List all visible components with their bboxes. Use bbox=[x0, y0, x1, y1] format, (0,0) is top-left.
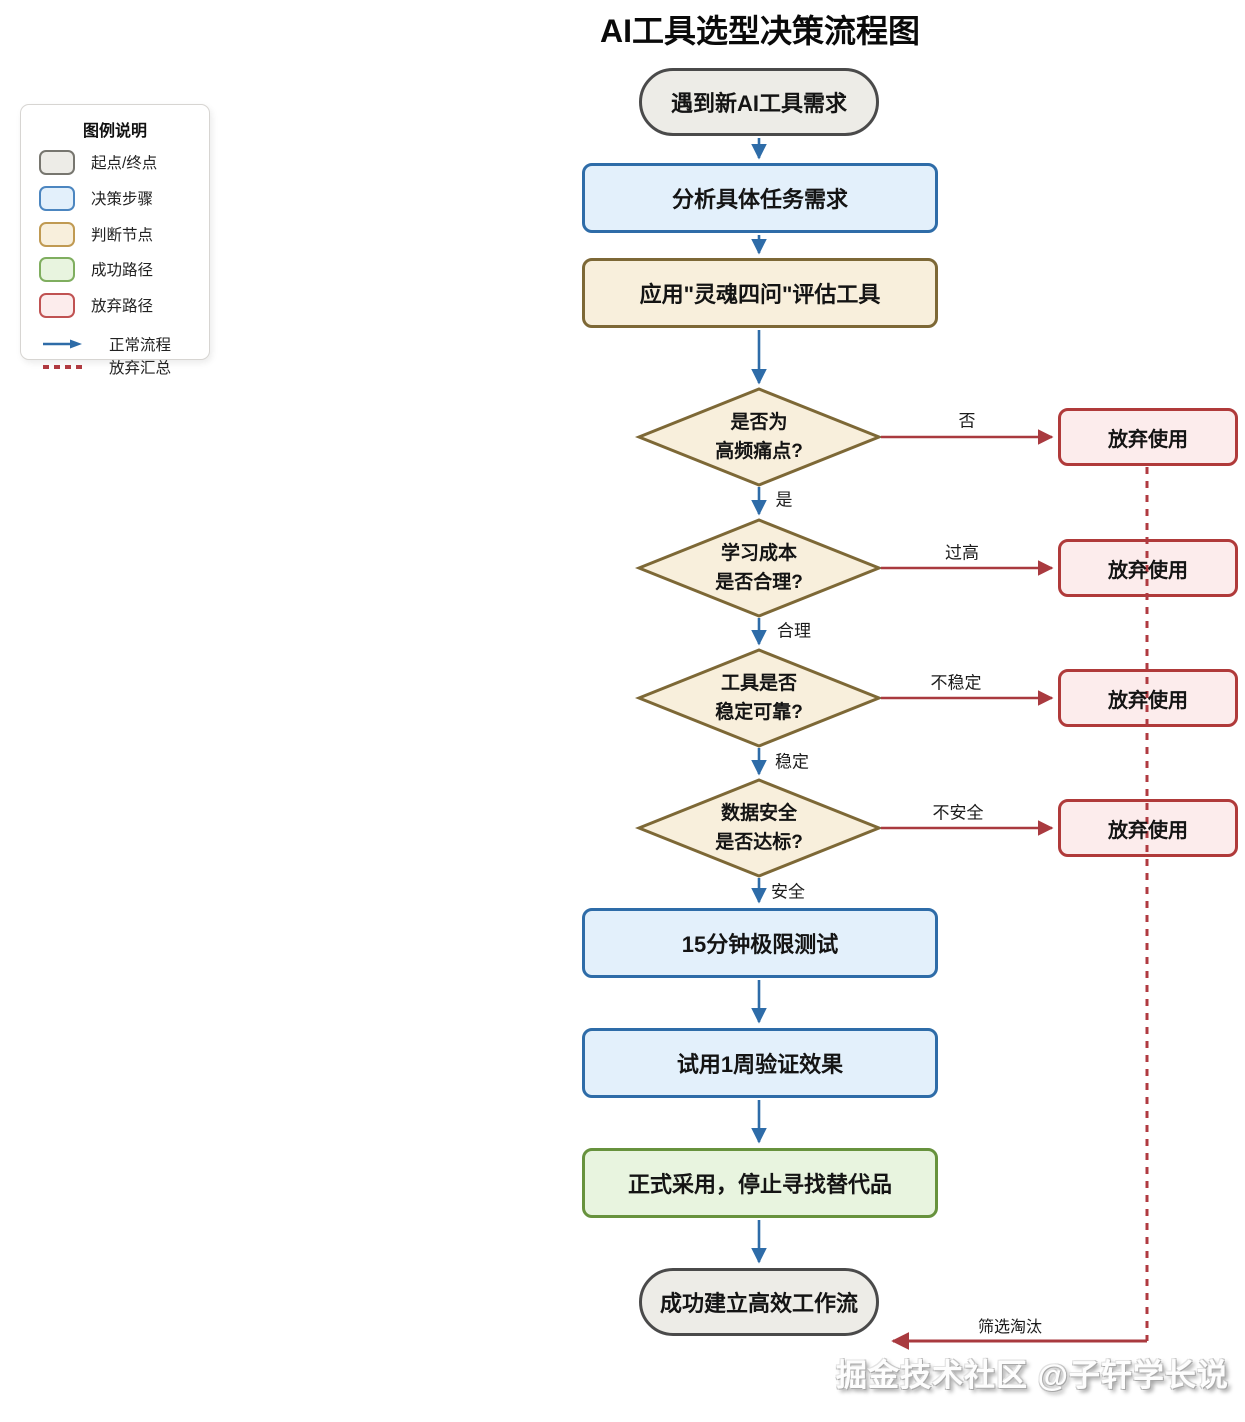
success-path-swatch bbox=[39, 256, 75, 282]
abandon-summary-dash-icon bbox=[43, 365, 83, 369]
reject-label-1: 放弃使用 bbox=[1108, 428, 1188, 451]
analyze-label: 分析具体任务需求 bbox=[671, 187, 848, 212]
legend-item-success-path: 成功路径 bbox=[39, 256, 153, 282]
start-node bbox=[639, 68, 879, 136]
trial-label: 试用1周验证效果 bbox=[676, 1052, 844, 1077]
judgment-node-swatch bbox=[39, 221, 75, 247]
reject-label-2: 放弃使用 bbox=[1108, 559, 1188, 582]
diamond-stability-label: 工具是否 稳定可靠? bbox=[715, 672, 803, 723]
test-label: 15分钟极限测试 bbox=[681, 932, 839, 957]
legend-item-abandon-summary: 放弃汇总 bbox=[41, 354, 171, 380]
diamond-data-safety-label: 数据安全 是否达标? bbox=[715, 802, 803, 853]
reject-label-3: 放弃使用 bbox=[1108, 689, 1188, 712]
legend-item-decision-step: 决策步骤 bbox=[39, 185, 153, 211]
diamond-high-frequency-label: 是否为 高频痛点? bbox=[715, 411, 803, 462]
adopt-node bbox=[582, 1148, 938, 1218]
edge-label-safe: 安全 bbox=[771, 882, 805, 902]
start-end-swatch bbox=[39, 149, 75, 175]
edge-label-stable: 稳定 bbox=[775, 752, 809, 772]
edge-label-no: 否 bbox=[958, 411, 976, 431]
reject-label-4: 放弃使用 bbox=[1108, 819, 1188, 842]
adopt-label: 正式采用，停止寻找替代品 bbox=[627, 1172, 892, 1197]
diamond-learning-cost-label: 学习成本 是否合理? bbox=[715, 542, 803, 593]
legend: 图例说明 起点/终点 决策步骤 判断节点 成功路径 放弃路径 正常流程 bbox=[20, 104, 210, 377]
legend-item-judgment-node: 判断节点 bbox=[39, 221, 153, 247]
legend-item-normal-flow: 正常流程 bbox=[41, 331, 171, 357]
edge-label-unstable: 不稳定 bbox=[930, 673, 982, 693]
apply-four-questions-node bbox=[582, 258, 938, 328]
analyze-node bbox=[582, 163, 938, 233]
end-label: 成功建立高效工作流 bbox=[659, 1291, 858, 1316]
edge-label-yes: 是 bbox=[775, 490, 793, 510]
abandon-path-swatch bbox=[39, 292, 75, 318]
watermark: 掘金技术社区 @子轩学长说 bbox=[836, 1358, 1229, 1393]
edge-label-screen-out: 筛选淘汰 bbox=[977, 1319, 1043, 1336]
legend-title: 图例说明 bbox=[82, 123, 147, 140]
normal-flow-arrow-icon bbox=[43, 339, 82, 349]
edge-label-unsafe: 不安全 bbox=[932, 803, 984, 823]
legend-item-start-end: 起点/终点 bbox=[39, 149, 157, 175]
apply-label: 应用"灵魂四问"评估工具 bbox=[639, 282, 881, 307]
trial-node bbox=[582, 1028, 938, 1098]
legend-item-abandon-path: 放弃路径 bbox=[39, 292, 153, 318]
edge-label-too-high: 过高 bbox=[945, 543, 979, 563]
decision-step-swatch bbox=[39, 185, 75, 211]
page-title: AI工具选型决策流程图 bbox=[599, 13, 921, 49]
end-node bbox=[639, 1268, 879, 1336]
edge-label-reasonable: 合理 bbox=[777, 621, 811, 641]
start-label: 遇到新AI工具需求 bbox=[670, 91, 847, 116]
test-node bbox=[582, 908, 938, 978]
reject-node-1 bbox=[1058, 408, 1238, 466]
